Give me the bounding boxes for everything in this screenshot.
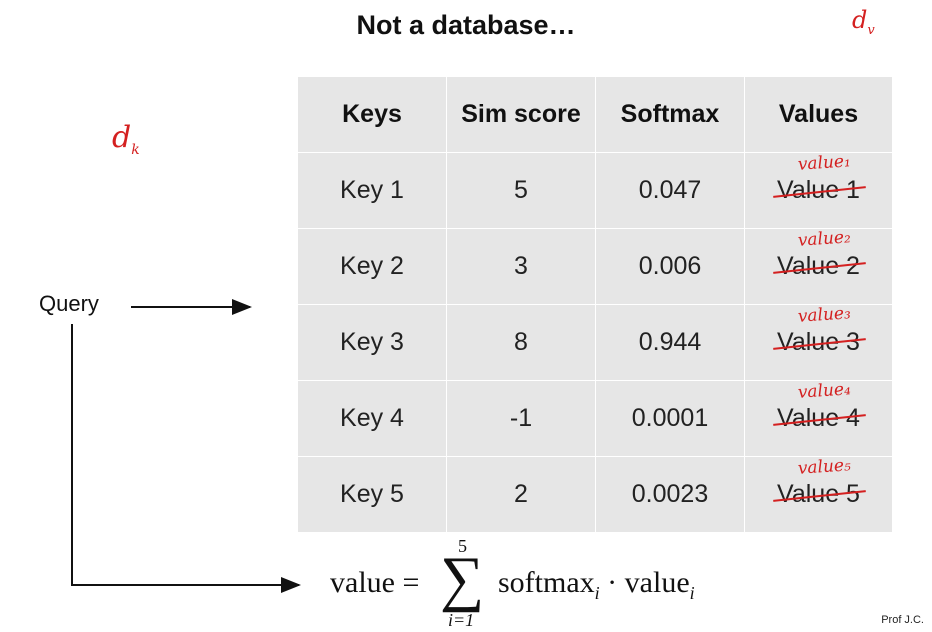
weighted-sum-formula: value = 5 ∑ i=1 softmaxi · valuei	[330, 536, 750, 630]
table-header-row: Keys Sim score Softmax Values	[297, 76, 893, 153]
handwritten-dv: dv	[852, 6, 875, 38]
sim-cell: 2	[446, 456, 596, 533]
header-values: Values	[744, 76, 893, 153]
kv-table-container: Keys Sim score Softmax Values Key 1 5 0.…	[297, 76, 893, 533]
value-cell: value₃ Value 3	[744, 303, 893, 381]
value-cell: value₂ Value 2	[744, 227, 893, 305]
table-row: Key 2 3 0.006 value₂ Value 2	[297, 227, 893, 305]
value-text-wrap: Value 4	[773, 404, 866, 433]
table-row: Key 5 2 0.0023 value₅ Value 5	[297, 455, 893, 533]
value-cell: value₁ Value 1	[744, 151, 893, 229]
key-cell: Key 5	[297, 456, 447, 533]
table-row: Key 3 8 0.944 value₃ Value 3	[297, 303, 893, 381]
table-row: Key 4 -1 0.0001 value₄ Value 4	[297, 379, 893, 457]
softmax-cell: 0.0001	[595, 380, 745, 457]
formula-lhs: value =	[330, 566, 420, 599]
formula-value-sub: i	[689, 583, 695, 603]
handwritten-dk: dk	[112, 120, 140, 158]
handwritten-dk-sub: k	[131, 142, 140, 158]
header-softmax: Softmax	[595, 76, 745, 153]
query-label: Query	[39, 291, 99, 316]
table-row: Key 1 5 0.047 value₁ Value 1	[297, 151, 893, 229]
formula-dot: ·	[599, 566, 625, 599]
slide-credit: Prof J.C.	[881, 614, 924, 626]
handwritten-dv-letter: d	[852, 6, 868, 34]
value-text-wrap: Value 1	[773, 176, 866, 205]
formula-rhs: softmaxi · valuei	[498, 566, 695, 604]
key-cell: Key 3	[297, 304, 447, 381]
slide-title: Not a database…	[356, 10, 576, 40]
key-cell: Key 1	[297, 152, 447, 229]
value-cell: value₄ Value 4	[744, 379, 893, 457]
summation-sign: ∑	[440, 545, 485, 613]
value-text-wrap: Value 3	[773, 328, 866, 357]
sim-cell: 3	[446, 228, 596, 305]
formula-softmax-term: softmax	[498, 566, 595, 599]
softmax-cell: 0.047	[595, 152, 745, 229]
softmax-cell: 0.006	[595, 228, 745, 305]
value-cell: value₅ Value 5	[744, 455, 893, 533]
key-value-table: Keys Sim score Softmax Values Key 1 5 0.…	[297, 76, 893, 533]
formula-value-term: value	[624, 566, 690, 599]
sum-upper-limit: 5	[458, 536, 467, 556]
value-text-wrap: Value 5	[773, 480, 866, 509]
handwritten-dv-sub: v	[867, 22, 875, 38]
query-to-formula-arrow	[71, 324, 301, 593]
sum-lower-limit: i=1	[448, 610, 475, 630]
header-keys: Keys	[297, 76, 447, 153]
handwritten-dk-letter: d	[112, 120, 132, 155]
header-sim-score: Sim score	[446, 76, 596, 153]
key-cell: Key 4	[297, 380, 447, 457]
value-text-wrap: Value 2	[773, 252, 866, 281]
softmax-cell: 0.0023	[595, 456, 745, 533]
formula-softmax-sub: i	[594, 583, 600, 603]
